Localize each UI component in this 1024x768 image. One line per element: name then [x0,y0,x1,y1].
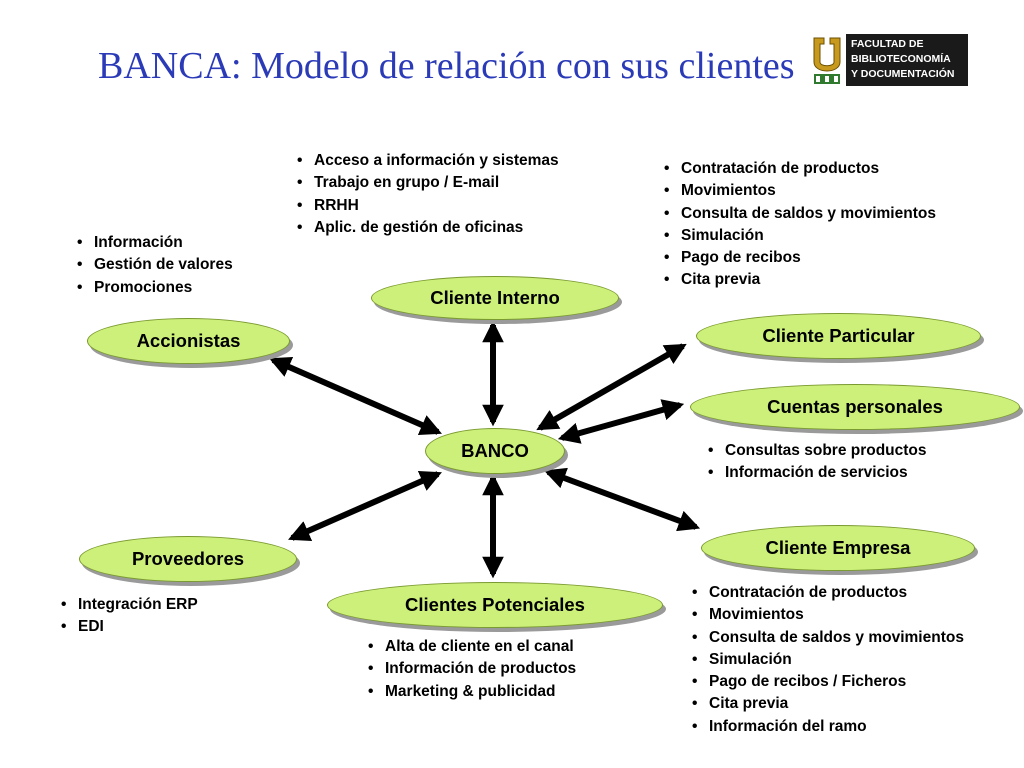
list-clientes-potenciales: Alta de cliente en el canal Información … [368,636,576,703]
arrow-banco-cliente-empresa [543,467,701,532]
list-item: Cita previa [664,269,936,291]
arrow-banco-proveedores [288,471,442,541]
list-cliente-particular: Contratación de productos Movimientos Co… [664,158,936,292]
node-cliente-interno: Cliente Interno [371,276,619,320]
arrow-banco-cliente-particular [536,343,687,431]
list-item: Marketing & publicidad [368,681,576,703]
list-item: Información [77,232,233,254]
list-item: Consultas sobre productos [708,440,927,462]
list-item: Trabajo en grupo / E-mail [297,172,559,194]
list-item: Contratación de productos [664,158,936,180]
list-item: Información de productos [368,658,576,680]
list-item: Gestión de valores [77,254,233,276]
list-item: Simulación [664,225,936,247]
node-accionistas: Accionistas [87,318,290,364]
list-item: Consulta de saldos y movimientos [664,203,936,225]
list-proveedores: Integración ERP EDI [61,594,198,639]
list-item: RRHH [297,195,559,217]
list-item: Consulta de saldos y movimientos [692,627,964,649]
node-cuentas-personales: Cuentas personales [690,384,1020,430]
faculty-name: FACULTAD DE BIBLIOTECONOMÍA Y DOCUMENTAC… [846,34,968,86]
list-cuentas-personales: Consultas sobre productos Información de… [708,440,927,485]
node-clientes-potenciales: Clientes Potenciales [327,582,663,628]
arrow-banco-cuentas-personales [557,399,685,444]
list-item: Información del ramo [692,716,964,738]
list-cliente-empresa: Contratación de productos Movimientos Co… [692,582,964,738]
list-item: Acceso a información y sistemas [297,150,559,172]
list-cliente-interno: Acceso a información y sistemas Trabajo … [297,150,559,239]
list-item: Pago de recibos / Ficheros [692,671,964,693]
list-item: Información de servicios [708,462,927,484]
node-cliente-particular: Cliente Particular [696,313,981,359]
node-cliente-empresa: Cliente Empresa [701,525,975,571]
list-item: Alta de cliente en el canal [368,636,576,658]
list-accionistas: Información Gestión de valores Promocion… [77,232,233,299]
list-item: Simulación [692,649,964,671]
list-item: Pago de recibos [664,247,936,269]
list-item: EDI [61,616,198,638]
node-proveedores: Proveedores [79,536,297,582]
page-title: BANCA: Modelo de relación con sus client… [98,45,795,87]
university-emblem-icon [810,34,844,86]
arrow-banco-accionistas [269,357,442,435]
list-item: Aplic. de gestión de oficinas [297,217,559,239]
list-item: Integración ERP [61,594,198,616]
faculty-logo: FACULTAD DE BIBLIOTECONOMÍA Y DOCUMENTAC… [810,34,968,86]
list-item: Contratación de productos [692,582,964,604]
list-item: Movimientos [664,180,936,202]
list-item: Promociones [77,277,233,299]
node-banco: BANCO [425,428,565,474]
list-item: Cita previa [692,693,964,715]
list-item: Movimientos [692,604,964,626]
